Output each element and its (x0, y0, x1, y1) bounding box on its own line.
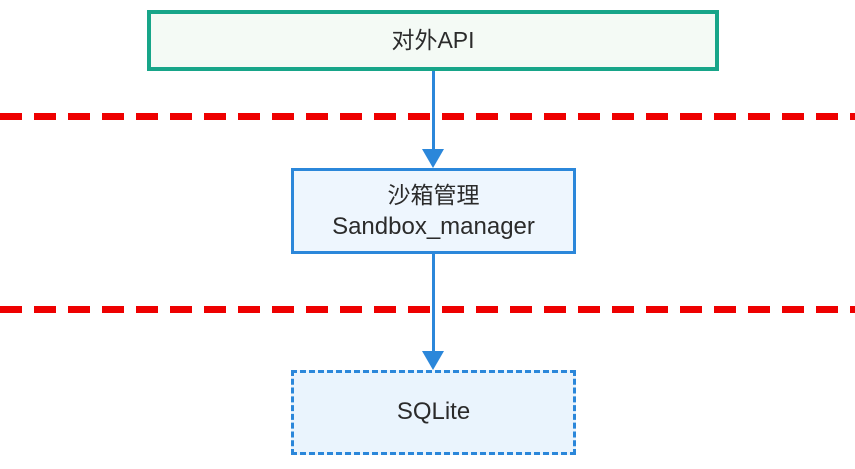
node-external-api-label: 对外API (391, 26, 475, 53)
node-sandbox-manager-label-zh: 沙箱管理 (387, 181, 480, 208)
boundary-divider-top (0, 113, 855, 120)
arrow-manager-to-sqlite-head-icon (422, 351, 444, 370)
node-sandbox-manager-label-en: Sandbox_manager (332, 212, 535, 240)
arrow-api-to-manager-head-icon (422, 149, 444, 168)
node-external-api: 对外API (147, 10, 719, 71)
node-sqlite: SQLite (291, 370, 576, 455)
node-sandbox-manager: 沙箱管理 Sandbox_manager (291, 168, 576, 254)
arrow-manager-to-sqlite-line (432, 254, 435, 351)
arrow-api-to-manager-line (432, 71, 435, 151)
boundary-divider-bottom (0, 306, 855, 313)
node-sqlite-label: SQLite (396, 398, 471, 426)
